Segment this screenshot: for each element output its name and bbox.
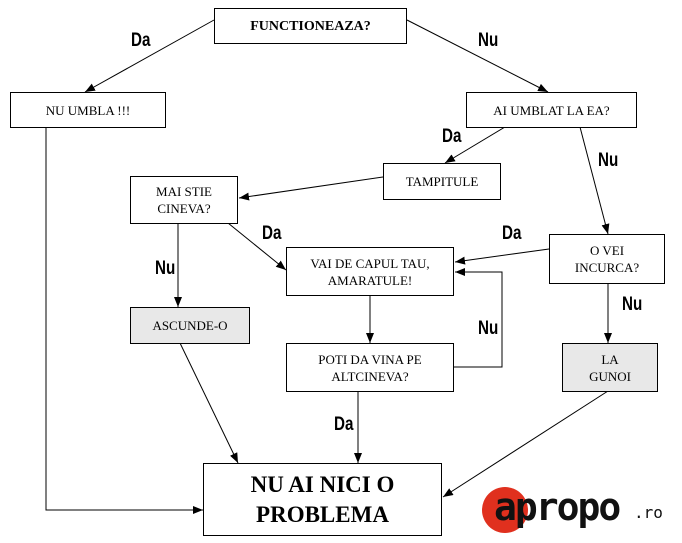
edge-label-nu: Nu xyxy=(155,258,176,279)
edge-label-nu: Nu xyxy=(598,150,619,171)
arrow-ascunde-nu-ai xyxy=(179,342,239,464)
node-ascunde: ASCUNDE-O xyxy=(130,307,250,344)
edge-label-da: Da xyxy=(442,126,462,147)
node-la-gunoi: LA GUNOI xyxy=(562,343,658,392)
edge-label-da: Da xyxy=(334,414,354,435)
node-nu-ai-nici-o-problema: NU AI NICI O PROBLEMA xyxy=(203,463,442,536)
arrow-functioneaza-nu-umbla xyxy=(84,19,215,93)
arrow-mai-stie-vai xyxy=(227,222,287,271)
edge-label-da: Da xyxy=(131,30,151,51)
edge-label-nu: Nu xyxy=(622,294,643,315)
edge-label-nu: Nu xyxy=(478,30,499,51)
node-o-vei-incurca: O VEI INCURCA? xyxy=(549,234,665,284)
arrow-ai-umblat-o-vei-incurca xyxy=(579,126,610,235)
node-functioneaza: FUNCTIONEAZA? xyxy=(214,8,407,44)
edge-label-da: Da xyxy=(262,223,282,244)
node-tampitule: TAMPITULE xyxy=(383,163,501,200)
node-ai-umblat: AI UMBLAT LA EA? xyxy=(466,92,637,128)
node-poti-da-vina: POTI DA VINA PE ALTCINEVA? xyxy=(286,343,454,392)
edge-label-da: Da xyxy=(502,223,522,244)
node-vai-de-capul: VAI DE CAPUL TAU, AMARATULE! xyxy=(286,247,454,296)
arrow-nu-umbla-nu-ai xyxy=(45,127,203,514)
edge-label-nu: Nu xyxy=(478,318,499,339)
arrow-ai-umblat-tampitule xyxy=(444,126,506,164)
arrow-poti-vai-loop xyxy=(454,268,503,368)
apropo-logo: apropo .ro xyxy=(482,485,672,535)
arrow-la-gunoi-nu-ai xyxy=(442,390,609,498)
logo-word: apropo xyxy=(494,485,621,529)
logo-circle xyxy=(482,487,528,533)
node-mai-stie: MAI STIE CINEVA? xyxy=(130,176,238,224)
logo-tld: .ro xyxy=(634,503,663,522)
arrow-functioneaza-ai-umblat xyxy=(406,19,549,93)
node-nu-umbla: NU UMBLA !!! xyxy=(10,92,166,128)
arrow-tampitule-mai-stie xyxy=(238,176,384,201)
arrow-o-vei-vai xyxy=(454,248,550,265)
